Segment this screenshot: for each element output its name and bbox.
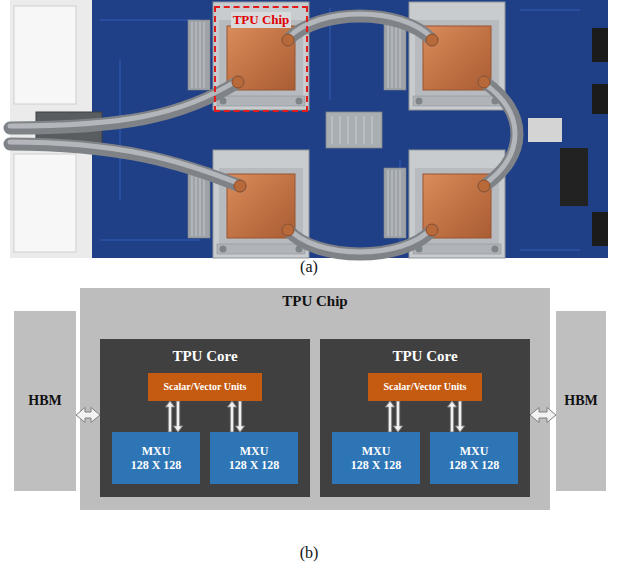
box-label: HBM <box>564 393 597 410</box>
connector-arrow <box>456 401 465 432</box>
box-label: TPU Core <box>392 347 457 365</box>
mxu-box: MXU128 X 128 <box>332 432 420 484</box>
box-label: MXU <box>460 444 489 458</box>
panel-label: (b) <box>300 544 319 562</box>
chip-callout-box: TPU Chip <box>214 6 308 112</box>
connector-arrow <box>386 401 395 432</box>
connector-arrow <box>448 401 457 432</box>
box-label: 128 X 128 <box>229 458 280 472</box>
mxu-box: MXU128 X 128 <box>210 432 298 484</box>
box-label: TPU Core <box>172 347 237 365</box>
hbm-box: HBM <box>556 311 606 491</box>
scalar-vector-box: Scalar/Vector Units <box>368 373 482 401</box>
hbm-box: HBM <box>14 311 76 491</box>
mxu-box: MXU128 X 128 <box>112 432 200 484</box>
tpu-core-box: TPU CoreScalar/Vector UnitsMXU128 X 128M… <box>320 339 530 497</box>
connector-arrow <box>394 401 403 432</box>
box-label: 128 X 128 <box>131 458 182 472</box>
box-label: HBM <box>28 393 61 410</box>
scalar-vector-box: Scalar/Vector Units <box>148 373 262 401</box>
box-label: MXU <box>362 444 391 458</box>
connector-arrow <box>236 401 245 432</box>
box-label: TPU Chip <box>282 292 347 310</box>
connector-arrow <box>530 408 556 423</box>
box-label: Scalar/Vector Units <box>163 381 246 393</box>
box-label: MXU <box>240 444 269 458</box>
box-label: Scalar/Vector Units <box>383 381 466 393</box>
box-label: 128 X 128 <box>449 458 500 472</box>
box-label: 128 X 128 <box>351 458 402 472</box>
connector-arrow <box>76 408 100 423</box>
box-label: TPU Chip <box>231 12 292 28</box>
connector-arrow <box>228 401 237 432</box>
tpu-chip-box: TPU ChipTPU CoreScalar/Vector UnitsMXU12… <box>80 288 550 510</box>
panel-label: (a) <box>300 258 318 276</box>
connector-arrow <box>174 401 183 432</box>
connector-arrow <box>166 401 175 432</box>
tpu-core-box: TPU CoreScalar/Vector UnitsMXU128 X 128M… <box>100 339 310 497</box>
mxu-box: MXU128 X 128 <box>430 432 518 484</box>
panel-label-row: (a) <box>0 258 618 276</box>
panel-label-row: (b) <box>0 544 618 562</box>
box-label: MXU <box>142 444 171 458</box>
